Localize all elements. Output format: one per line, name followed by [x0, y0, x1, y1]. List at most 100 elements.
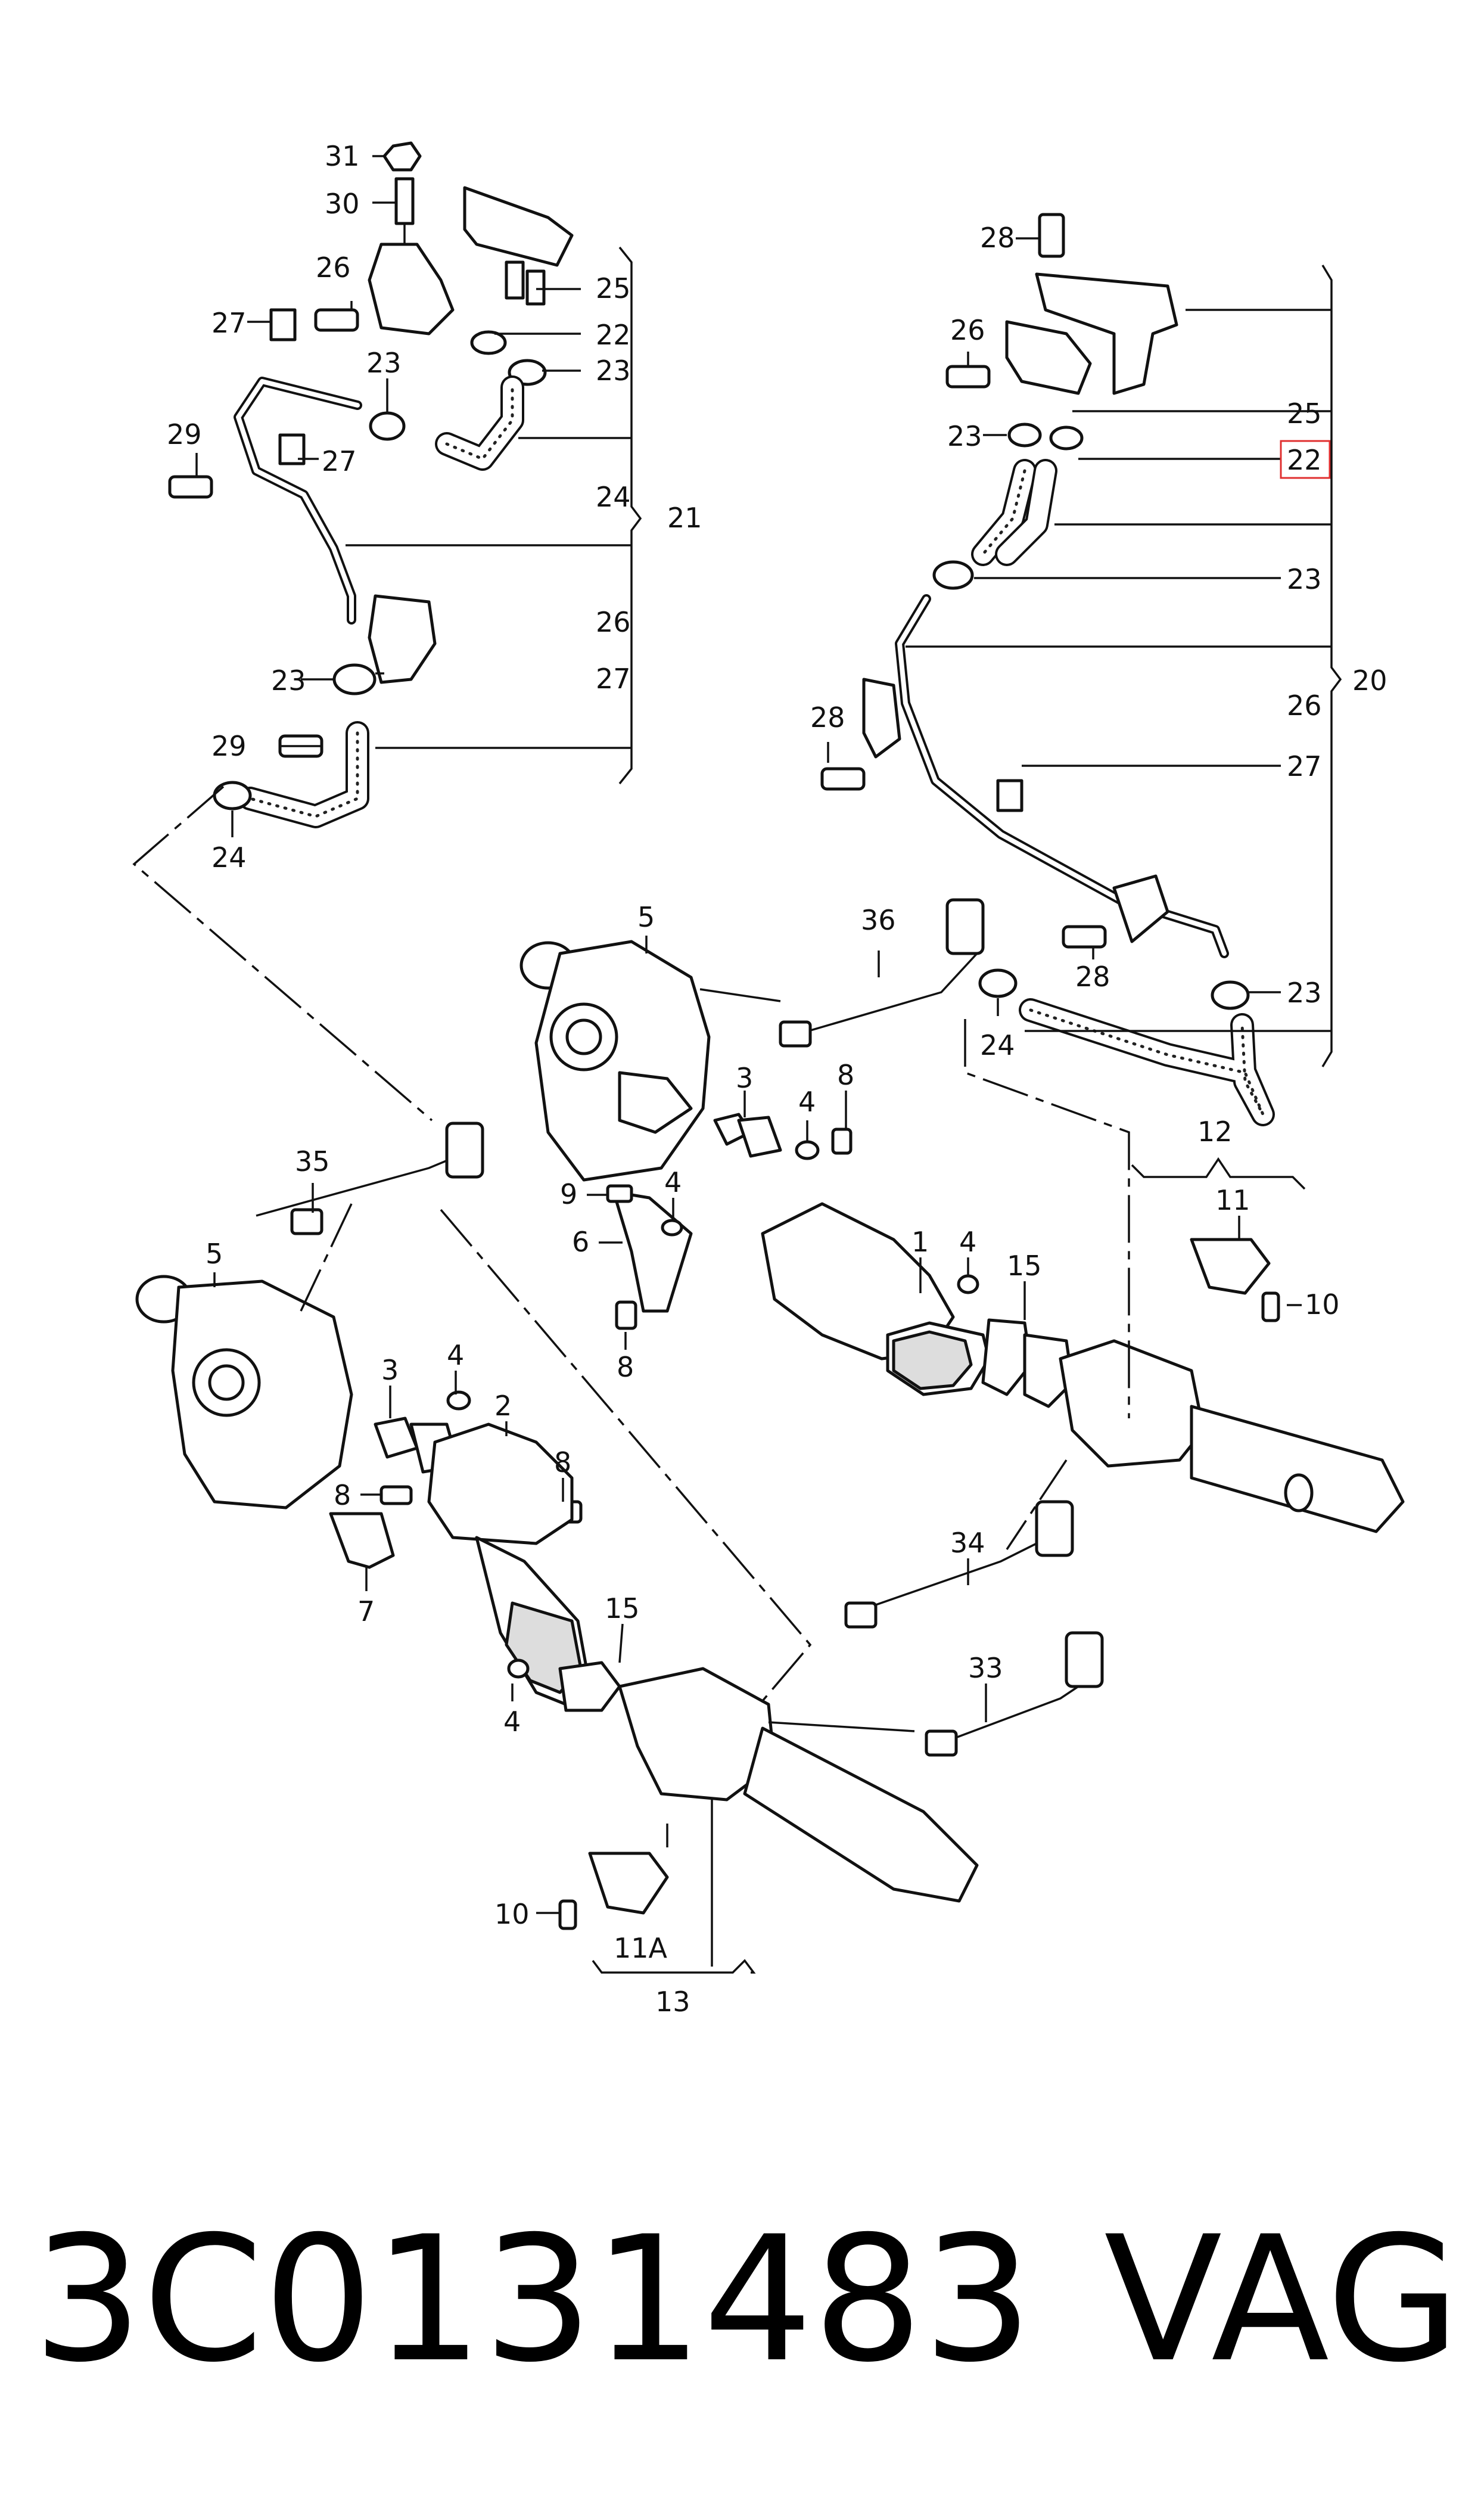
callout-23[interactable]: 23: [947, 420, 982, 452]
callout-27[interactable]: 27: [1287, 750, 1322, 782]
callout-23[interactable]: 23: [271, 664, 306, 697]
callout-11a[interactable]: 11A: [614, 1932, 668, 1964]
callout-7[interactable]: 7: [357, 1595, 375, 1627]
callout-8[interactable]: 8: [334, 1479, 351, 1511]
callout-28[interactable]: 28: [980, 222, 1015, 254]
callout-10[interactable]: 10: [494, 1898, 530, 1930]
callout-27[interactable]: 27: [322, 445, 357, 477]
sensor-34-connector: [1035, 1500, 1074, 1557]
bolt-8-lower-left: [379, 1485, 413, 1505]
callout-6[interactable]: 6: [572, 1226, 589, 1258]
callout-21[interactable]: 21: [667, 502, 702, 534]
callout-4[interactable]: 4: [664, 1166, 682, 1198]
callout-30[interactable]: 30: [325, 188, 360, 220]
callout-36[interactable]: 36: [861, 904, 896, 936]
callout-25[interactable]: 25: [1287, 397, 1322, 430]
sensor-33-connector: [1065, 1631, 1104, 1688]
callout-5[interactable]: 5: [637, 901, 655, 933]
callout-26[interactable]: 26: [596, 606, 631, 638]
callout-24[interactable]: 24: [596, 481, 631, 513]
bolt-29-top: [168, 475, 213, 499]
nut-4-cat: [957, 1274, 979, 1294]
callout-15[interactable]: 15: [605, 1592, 640, 1625]
part-number: 3C0131483: [33, 2200, 1033, 2400]
callout-4[interactable]: 4: [503, 1706, 521, 1738]
callout-24[interactable]: 24: [211, 841, 247, 874]
callout-26[interactable]: 26: [316, 251, 351, 284]
callout-15[interactable]: 15: [1007, 1250, 1042, 1282]
callout-4[interactable]: 4: [798, 1086, 816, 1118]
callout-26[interactable]: 26: [1287, 689, 1322, 722]
highlight-box-22: [1280, 440, 1331, 479]
sensor-36-connector: [945, 898, 985, 955]
turbo-catalyst-assembly-lower: [135, 1122, 1104, 1930]
callout-4[interactable]: 4: [959, 1226, 976, 1258]
callout-20[interactable]: 20: [1352, 664, 1387, 697]
callout-11[interactable]: 11: [1215, 1184, 1250, 1216]
callout-22[interactable]: 22: [1287, 444, 1322, 476]
bracket-7: [329, 1512, 395, 1569]
clamp-23-right-top: [1007, 423, 1042, 448]
clamp-23-right-mid: [932, 560, 974, 590]
callout-33[interactable]: 33: [968, 1652, 1003, 1684]
callout-3[interactable]: 3: [736, 1062, 753, 1094]
callout-8[interactable]: 8: [554, 1446, 571, 1479]
clip-27-right: [996, 779, 1023, 812]
callout-22[interactable]: 22: [596, 319, 631, 351]
pressure-sensor-assembly-left: [168, 141, 574, 828]
callout-35[interactable]: 35: [295, 1145, 330, 1178]
bracket-11a: [588, 1852, 669, 1915]
callout-4[interactable]: 4: [447, 1339, 464, 1371]
callout-2[interactable]: 2: [494, 1390, 512, 1422]
callout-31[interactable]: 31: [325, 140, 360, 172]
sensor-bracket-right: [1035, 272, 1178, 395]
sensor-34-tip: [844, 1601, 878, 1629]
callout-34[interactable]: 34: [950, 1527, 985, 1559]
sensor-36-tip: [779, 1020, 812, 1048]
pipe-bracket-right: [862, 678, 901, 759]
callout-5[interactable]: 5: [206, 1238, 223, 1270]
flange-upper: [737, 1116, 782, 1158]
callout-8[interactable]: 8: [617, 1351, 634, 1383]
callout-27[interactable]: 27: [211, 307, 247, 339]
callout-8[interactable]: 8: [837, 1059, 854, 1091]
sensor-35-connector: [445, 1122, 484, 1179]
callout-12[interactable]: 12: [1197, 1116, 1233, 1148]
callout-23[interactable]: 23: [1287, 977, 1322, 1009]
callout-23[interactable]: 23: [596, 355, 631, 387]
clamp-24-right: [978, 968, 1018, 998]
callout-9[interactable]: 9: [560, 1178, 577, 1210]
stud-30: [394, 177, 415, 225]
callout-23[interactable]: 23: [366, 347, 402, 379]
leaders-left-group: [195, 155, 642, 837]
leaders-lower: [213, 1183, 987, 1974]
bracket-6: [612, 1190, 693, 1313]
callout-24[interactable]: 24: [980, 1029, 1015, 1061]
bolt-10-lower: [558, 1899, 577, 1930]
nut-4-lower-top: [446, 1390, 471, 1411]
callout-10[interactable]: 10: [1305, 1288, 1340, 1321]
callout-13[interactable]: 13: [655, 1986, 690, 2018]
callout-28[interactable]: 28: [810, 701, 845, 734]
clamp-24-lower: [213, 781, 252, 810]
callout-28[interactable]: 28: [1075, 961, 1110, 993]
callout-29[interactable]: 29: [167, 418, 202, 451]
clamp-23-right-lower: [1211, 980, 1250, 1010]
callout-1[interactable]: 1: [911, 1226, 929, 1258]
bolt-28-mid: [820, 767, 866, 791]
callout-23[interactable]: 23: [1287, 563, 1322, 595]
bolt-26-right: [945, 365, 991, 389]
callout-26[interactable]: 26: [950, 314, 985, 346]
flange-15-upper: [1023, 1333, 1074, 1408]
callout-3[interactable]: 3: [381, 1354, 399, 1386]
turbo-catalyst-assembly-upper: [519, 898, 1405, 1533]
leaders-middle-upper: [587, 936, 1306, 1350]
pressure-sensor-25-right: [1005, 320, 1092, 395]
bracket-11: [1190, 1238, 1271, 1295]
callout-27[interactable]: 27: [596, 663, 631, 695]
callout-25[interactable]: 25: [596, 272, 631, 305]
nut-4-lower: [507, 1658, 530, 1679]
callout-labels: 31 30 26 27 25 22 23 23 29 27 24 21 26 2…: [167, 140, 1387, 2018]
callout-29[interactable]: 29: [211, 730, 247, 762]
